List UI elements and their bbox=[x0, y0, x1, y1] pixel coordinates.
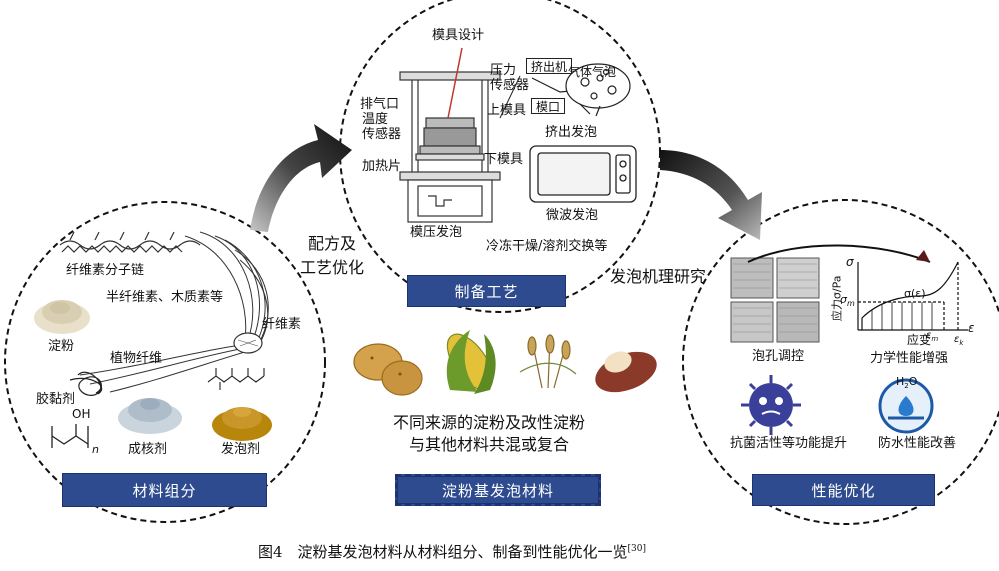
chart-sigma-m: σm bbox=[840, 293, 855, 309]
label-foaming: 发泡剂 bbox=[221, 442, 261, 457]
center-text-line2: 与其他材料共混或复合 bbox=[409, 435, 570, 454]
label-temp-sensor: 温度 传感器 bbox=[362, 112, 402, 142]
label-mold-design: 模具设计 bbox=[432, 28, 485, 43]
center-text-line1: 不同来源的淀粉及改性淀粉 bbox=[393, 413, 586, 432]
label-heater: 加热片 bbox=[362, 159, 402, 174]
foaming-formula-icon bbox=[207, 368, 265, 390]
label-compression: 模压发泡 bbox=[410, 225, 463, 240]
adhesive-formula-icon bbox=[51, 424, 89, 448]
panel-label-process: 制备工艺 bbox=[407, 275, 566, 307]
compression-mold-icon bbox=[399, 71, 501, 223]
cell-structure-icon bbox=[730, 257, 820, 343]
chart-eps: ε bbox=[968, 321, 975, 335]
sweet-potato-icon bbox=[595, 351, 657, 393]
label-antibac: 抗菌活性等功能提升 bbox=[730, 436, 848, 451]
label-mech: 力学性能增强 bbox=[870, 351, 949, 366]
label-cellulose: 纤维素 bbox=[262, 317, 302, 332]
panel-label-performance: 性能优化 bbox=[752, 474, 935, 506]
materials-circle bbox=[4, 201, 326, 523]
label-nucleating: 成核剂 bbox=[128, 442, 168, 457]
label-adhesive: 胶黏剂 bbox=[36, 392, 76, 407]
performance-circle bbox=[682, 199, 999, 525]
potato-icon bbox=[353, 343, 423, 396]
label-upper-mold: 上模具 bbox=[487, 103, 527, 118]
stress-strain-chart bbox=[857, 261, 968, 331]
right-arrow-icon bbox=[660, 150, 762, 240]
nucleating-powder-icon bbox=[118, 398, 182, 434]
label-h2o: H2O bbox=[896, 375, 918, 391]
foaming-powder-icon bbox=[212, 407, 272, 441]
box-die: 模口 bbox=[531, 98, 565, 114]
panel-label-materials: 材料组分 bbox=[62, 473, 267, 507]
chart-sigma-eps: σ(ε) bbox=[904, 287, 926, 300]
cellulose-chain-icon bbox=[59, 231, 201, 253]
panel-label-center: 淀粉基发泡材料 bbox=[395, 474, 601, 506]
plant-fiber-icon bbox=[69, 371, 103, 396]
label-cell-control: 泡孔调控 bbox=[752, 349, 805, 364]
arrow-label-left: 配方及 工艺优化 bbox=[300, 234, 365, 277]
label-gas-bubble: 气体气泡 bbox=[568, 65, 617, 79]
label-cellulose-chain: 纤维素分子链 bbox=[66, 263, 145, 278]
box-extruder: 挤出机 bbox=[526, 58, 572, 74]
label-microwave: 微波发泡 bbox=[546, 208, 599, 223]
label-starch: 淀粉 bbox=[48, 339, 75, 354]
chart-eps-m: εm bbox=[926, 330, 939, 343]
label-hemicellulose: 半纤维素、木质素等 bbox=[106, 290, 224, 305]
label-plant-fiber: 植物纤维 bbox=[110, 351, 163, 366]
arrow-label-right: 发泡机理研究 bbox=[610, 267, 707, 286]
label-extrusion-foam: 挤出发泡 bbox=[545, 125, 598, 140]
label-lower-mold: 下模具 bbox=[484, 152, 524, 167]
starch-powder-icon bbox=[34, 300, 90, 334]
label-vent: 排气口 bbox=[360, 97, 400, 112]
chart-x-axis-label: 应变 bbox=[907, 333, 932, 347]
fiber-strands-icon bbox=[79, 231, 269, 393]
waterproof-icon bbox=[878, 378, 934, 434]
extruder-icon bbox=[531, 63, 631, 117]
virus-icon bbox=[741, 375, 801, 435]
mech-arrow-icon bbox=[747, 244, 931, 263]
formula-oh: OH bbox=[72, 407, 91, 421]
microwave-icon bbox=[529, 145, 637, 203]
wheat-icon bbox=[519, 334, 577, 389]
chart-sigma: σ bbox=[846, 255, 854, 269]
label-freeze: 冷冻干燥/溶剂交换等 bbox=[486, 239, 608, 254]
label-pressure: 压力 传感器 bbox=[490, 63, 530, 93]
formula-n: n bbox=[92, 443, 99, 456]
chart-eps-k: εk bbox=[954, 334, 964, 347]
figure-caption: 图4 淀粉基发泡材料从材料组分、制备到性能优化一览[30] bbox=[258, 543, 647, 561]
label-waterproof: 防水性能改善 bbox=[878, 436, 957, 451]
corn-icon bbox=[446, 330, 496, 394]
left-arrow-icon bbox=[250, 124, 352, 232]
